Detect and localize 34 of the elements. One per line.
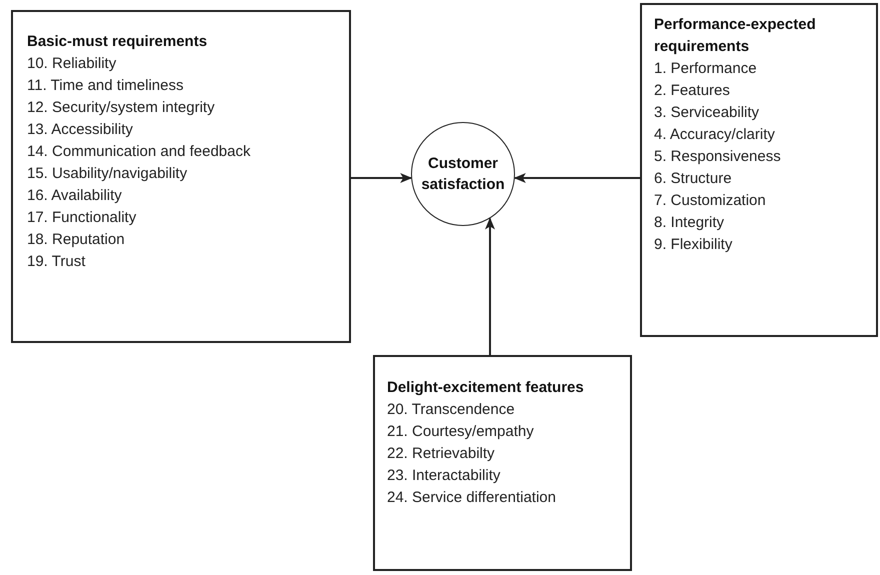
arrow	[514, 173, 640, 183]
arrow	[485, 217, 495, 355]
list-item: 14. Communication and feedback	[27, 142, 250, 162]
list-item: 19. Trust	[27, 252, 86, 272]
requirements-box	[11, 10, 351, 343]
list-item: 8. Integrity	[654, 213, 724, 233]
list-item: 9. Flexibility	[654, 235, 732, 255]
box-heading: Basic-must requirements	[27, 32, 208, 52]
list-item: 1. Performance	[654, 59, 757, 79]
list-item: 2. Features	[654, 81, 730, 101]
list-item: 21. Courtesy/empathy	[387, 422, 534, 442]
requirements-box	[373, 355, 632, 571]
list-item: 3. Serviceability	[654, 103, 760, 123]
list-item: 15. Usability/navigability	[27, 164, 188, 184]
list-item: 17. Functionality	[27, 208, 136, 228]
requirements-box	[640, 3, 878, 337]
box-heading: Delight-excitement features	[387, 378, 585, 398]
list-item: 12. Security/system integrity	[27, 98, 215, 118]
list-item: 7. Customization	[654, 191, 766, 211]
list-item: 20. Transcendence	[387, 400, 515, 420]
list-item: 22. Retrievabilty	[387, 444, 495, 464]
list-item: 5. Responsiveness	[654, 147, 781, 167]
list-item: 23. Interactability	[387, 466, 500, 486]
list-item: 16. Availability	[27, 186, 122, 206]
list-item: 11. Time and timeliness	[27, 76, 184, 96]
arrow	[351, 173, 412, 183]
list-item: 6. Structure	[654, 169, 732, 189]
box-heading: Performance-expected requirements	[654, 15, 817, 57]
list-item: 4. Accuracy/clarity	[654, 125, 775, 145]
circle-label: Customer satisfaction	[420, 154, 506, 195]
list-item: 18. Reputation	[27, 230, 125, 250]
list-item: 10. Reliability	[27, 54, 116, 74]
list-item: 13. Accessibility	[27, 120, 133, 140]
list-item: 24. Service differentiation	[387, 488, 556, 508]
